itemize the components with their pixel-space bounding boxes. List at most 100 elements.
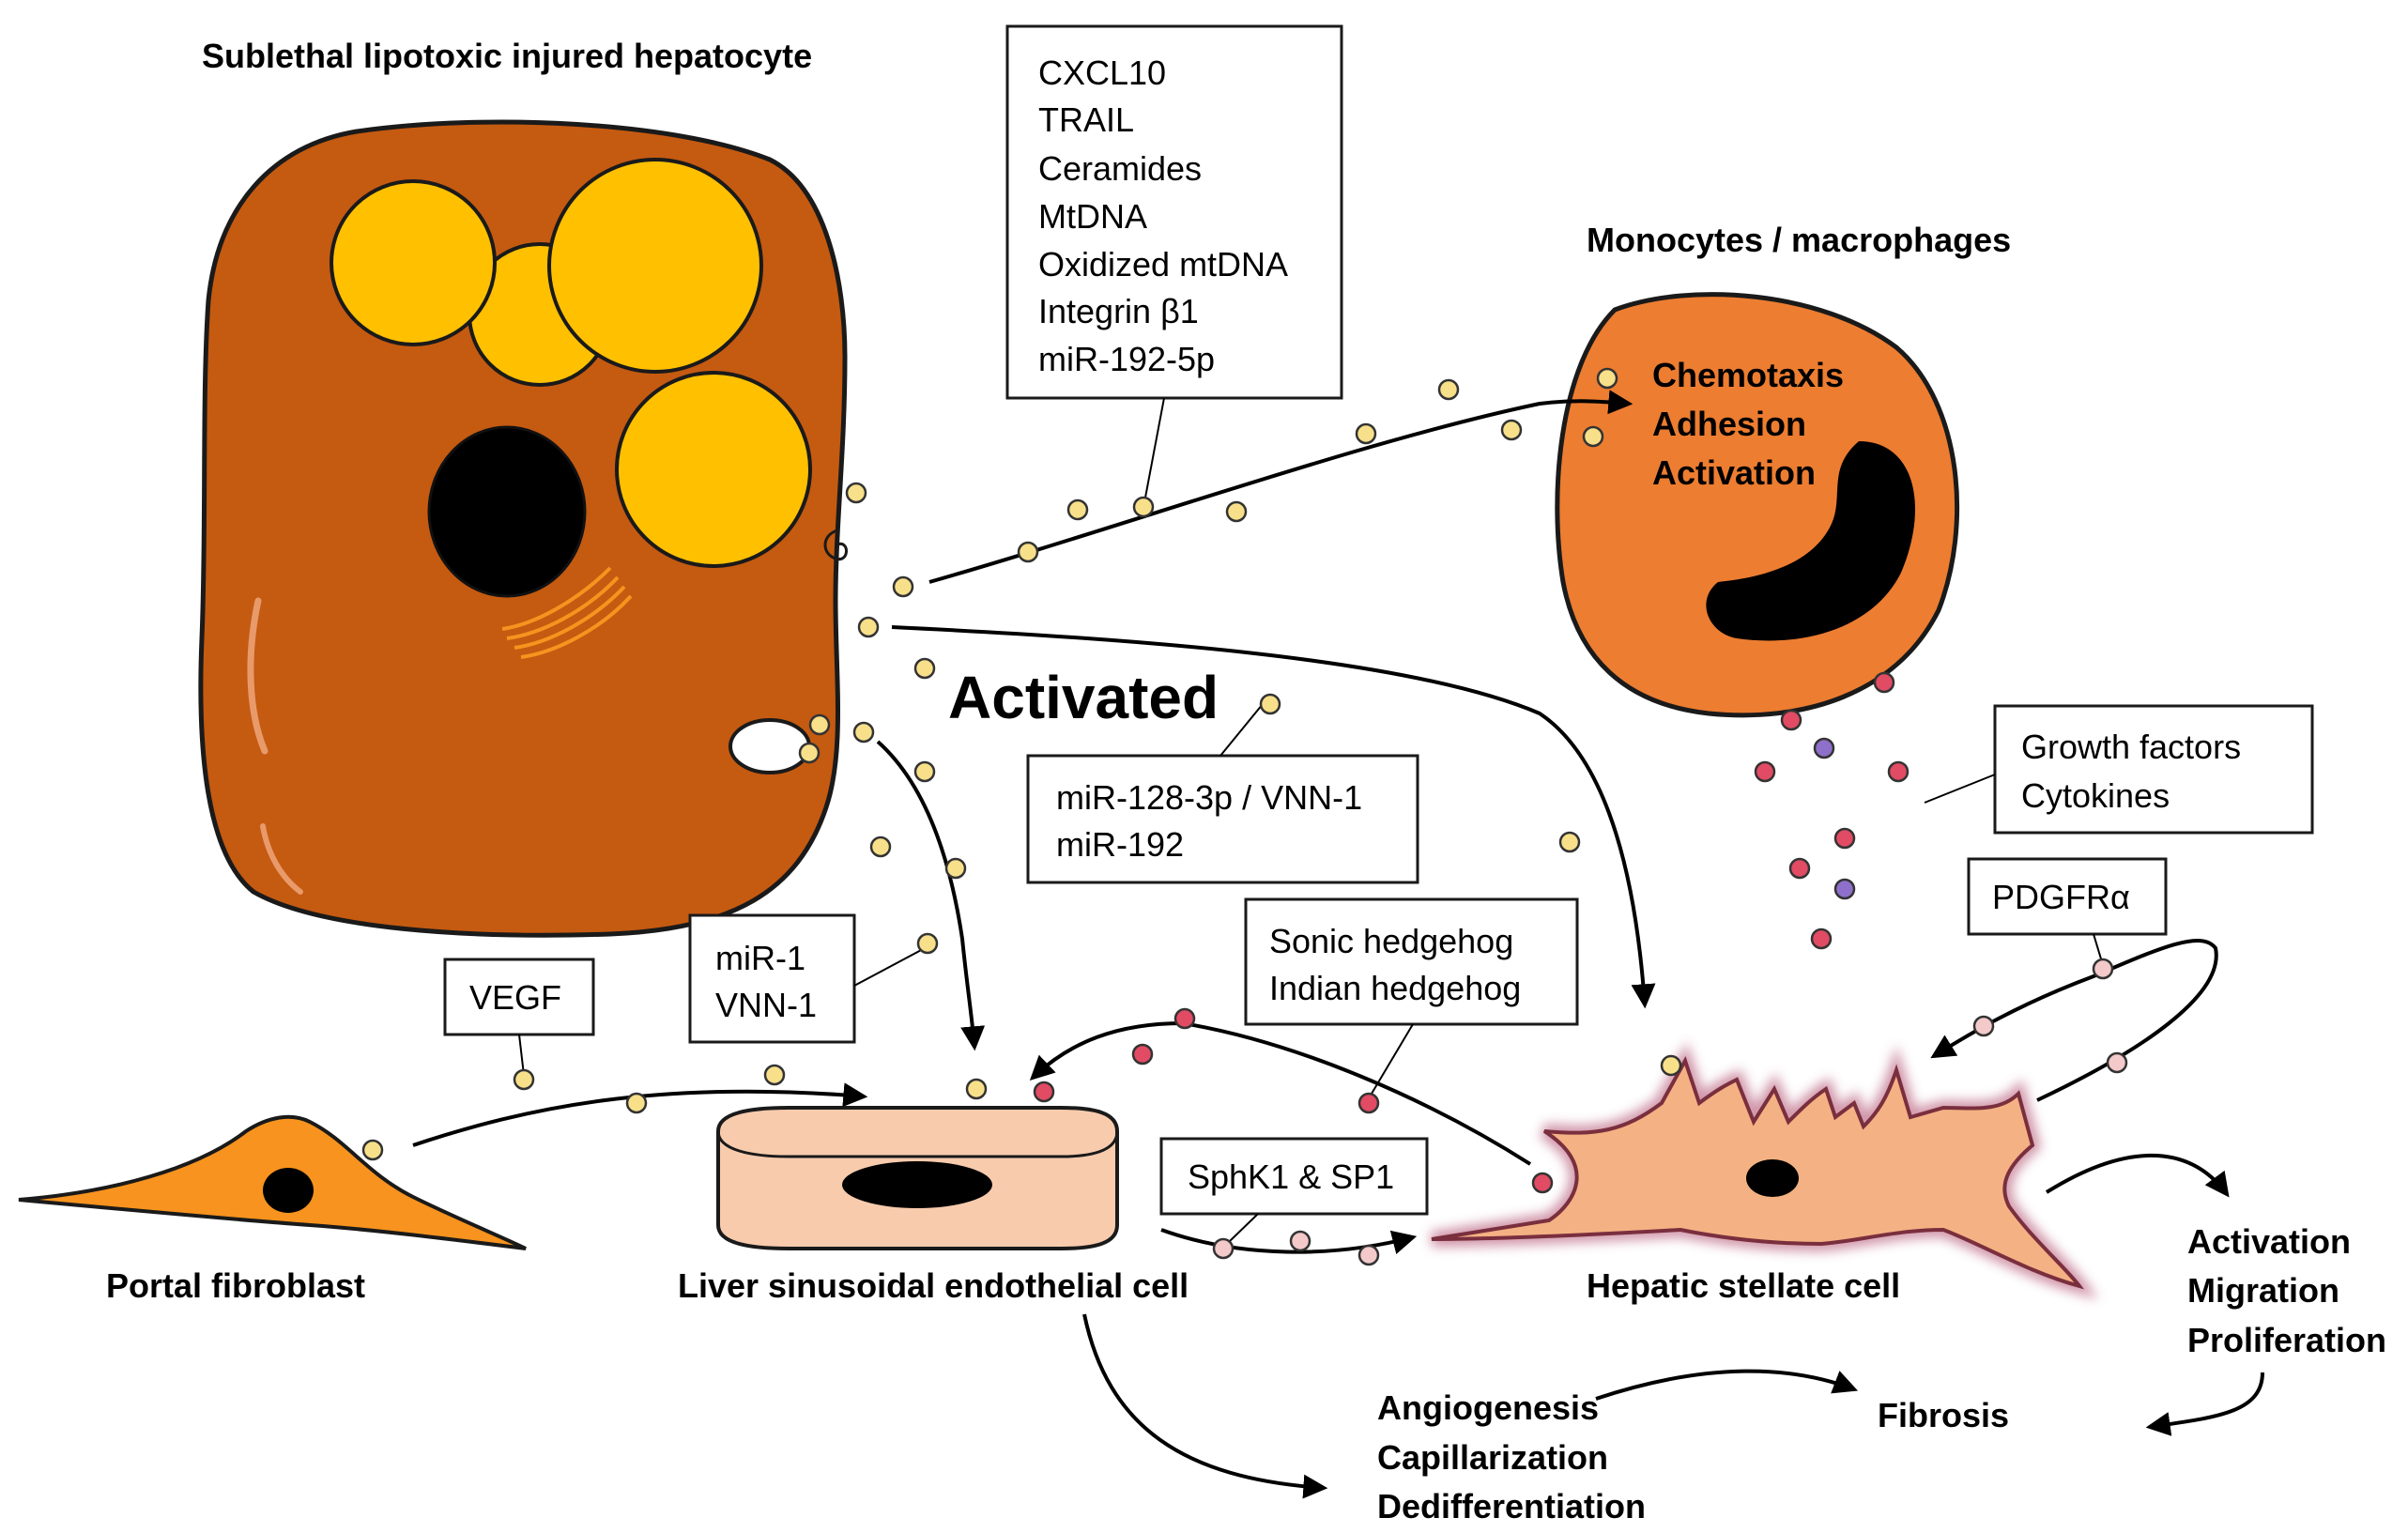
exocytosis-pocket xyxy=(729,718,811,774)
fibrosis-label: Fibrosis xyxy=(1878,1396,2009,1434)
pdgfr-label: PDGFRα xyxy=(1992,878,2130,916)
ev-cargo-box: CXCL10 TRAIL Ceramides MtDNA Oxidized mt… xyxy=(1005,24,1343,400)
vesicle xyxy=(913,657,936,680)
mir128-box: miR-128-3p / VNN-1 miR-192 xyxy=(1026,754,1419,884)
growth-factors-box: Growth factors Cytokines xyxy=(1993,704,2314,835)
lipid-droplet xyxy=(547,158,763,374)
mir1-item: VNN-1 xyxy=(715,986,817,1024)
hepatocyte xyxy=(198,119,848,938)
hepatocyte-nucleus xyxy=(427,425,587,598)
budding-vesicle xyxy=(823,529,848,561)
mir1-leader-line xyxy=(853,947,926,987)
hsc-effect: Migration xyxy=(2187,1271,2339,1310)
hsc-effect: Proliferation xyxy=(2187,1321,2386,1359)
arrow-hepatocyte-to-hsc xyxy=(891,625,1656,1009)
portal-fibroblast-label: Portal fibroblast xyxy=(106,1266,365,1305)
vesicle xyxy=(2092,958,2114,980)
monocyte-effect: Activation xyxy=(1652,453,1816,492)
arrow-hepatocyte-to-monocyte xyxy=(928,390,1633,584)
cargo-leader-line xyxy=(1144,397,1165,498)
monocyte-effect: Adhesion xyxy=(1652,405,1806,443)
activated-label: Activated xyxy=(948,664,1219,731)
vesicle xyxy=(625,1092,648,1114)
vesicle xyxy=(1289,1230,1311,1252)
mir128-item: miR-192 xyxy=(1056,825,1184,864)
vesicle xyxy=(1259,693,1281,715)
lsec-effect: Angiogenesis xyxy=(1377,1388,1599,1427)
sphk-box: SphK1 & SP1 xyxy=(1159,1137,1429,1216)
mir1-item: miR-1 xyxy=(715,939,805,977)
vesicle xyxy=(852,721,875,744)
hepatocyte-highlight xyxy=(247,597,268,755)
vesicle xyxy=(1017,541,1039,563)
vesicle xyxy=(1355,422,1377,445)
cargo-item: Integrin β1 xyxy=(1038,292,1199,330)
vesicle xyxy=(1833,878,1856,900)
mir128-leader-line xyxy=(1219,703,1264,757)
vesicle xyxy=(798,742,821,764)
vesicle xyxy=(513,1068,535,1091)
monocyte-title: Monocytes / macrophages xyxy=(1587,221,2011,259)
vesicle xyxy=(1033,1081,1055,1103)
vesicle xyxy=(944,857,967,880)
vesicle xyxy=(913,760,936,783)
vesicle xyxy=(1131,1043,1154,1065)
lipid-droplet xyxy=(615,371,812,568)
lsec-effect: Dedifferentiation xyxy=(1377,1487,1646,1525)
portal-fibroblast xyxy=(18,1114,527,1250)
lsec-top-edge xyxy=(716,1130,1119,1158)
hsc-effect: Activation xyxy=(2187,1222,2351,1261)
vesicle xyxy=(1357,1092,1380,1114)
vesicle xyxy=(1173,1007,1196,1030)
cargo-item: Oxidized mtDNA xyxy=(1038,245,1288,284)
fibroblast-nucleus xyxy=(263,1168,314,1213)
lsec-effect: Capillarization xyxy=(1377,1438,1608,1477)
vesicle xyxy=(1437,378,1460,401)
vesicle xyxy=(1810,927,1833,950)
vesicle xyxy=(763,1064,786,1086)
hepatic-stellate-cell xyxy=(1430,1042,2099,1299)
vegf-label: VEGF xyxy=(469,978,561,1017)
monocyte xyxy=(1555,292,1960,718)
vesicle xyxy=(808,713,831,736)
vegf-box: VEGF xyxy=(443,958,595,1036)
vesicle xyxy=(869,835,892,858)
hedgehog-item: Sonic hedgehog xyxy=(1269,922,1513,960)
hepatocyte-title: Sublethal lipotoxic injured hepatocyte xyxy=(202,37,812,75)
arrow-lsec-to-hsc xyxy=(1160,1228,1418,1255)
cargo-item: Ceramides xyxy=(1038,149,1202,188)
arrow-hsc-to-effects xyxy=(2045,1153,2230,1198)
stellate-nucleus xyxy=(1746,1159,1799,1197)
vesicle xyxy=(892,575,914,598)
monocyte-effect: Chemotaxis xyxy=(1652,356,1844,394)
arrow-hsc-to-lsec xyxy=(1029,1020,1532,1166)
vesicle xyxy=(1754,760,1776,783)
monocyte-nucleus xyxy=(1706,441,1915,641)
lipid-droplet xyxy=(330,179,497,346)
lsec xyxy=(716,1106,1119,1250)
vesicles xyxy=(361,367,2128,1266)
vesicle xyxy=(857,616,880,638)
vesicle xyxy=(1582,425,1604,448)
vesicle xyxy=(1596,367,1618,390)
cargo-item: CXCL10 xyxy=(1038,54,1166,92)
hsc-label: Hepatic stellate cell xyxy=(1587,1266,1900,1305)
vesicle xyxy=(2106,1051,2128,1074)
arrow-lsec-to-outcomes xyxy=(1082,1313,1328,1499)
vesicle xyxy=(845,482,867,504)
lsec-nucleus xyxy=(842,1161,992,1208)
vesicle xyxy=(1660,1054,1682,1077)
pdgfr-box: PDGFRα xyxy=(1967,857,2168,936)
sphk-leader-line xyxy=(1229,1213,1259,1242)
arrow-fibroblast-to-lsec xyxy=(412,1082,868,1147)
vesicle xyxy=(1357,1244,1380,1266)
vesicle xyxy=(916,932,939,955)
vesicle xyxy=(1780,709,1802,731)
vesicle xyxy=(1873,671,1895,694)
vesicle xyxy=(1531,1172,1554,1194)
vesicle xyxy=(1132,496,1155,518)
growth-leader-line xyxy=(1924,774,1996,804)
mir1-box: miR-1 VNN-1 xyxy=(688,913,856,1044)
vesicle xyxy=(1558,831,1581,853)
